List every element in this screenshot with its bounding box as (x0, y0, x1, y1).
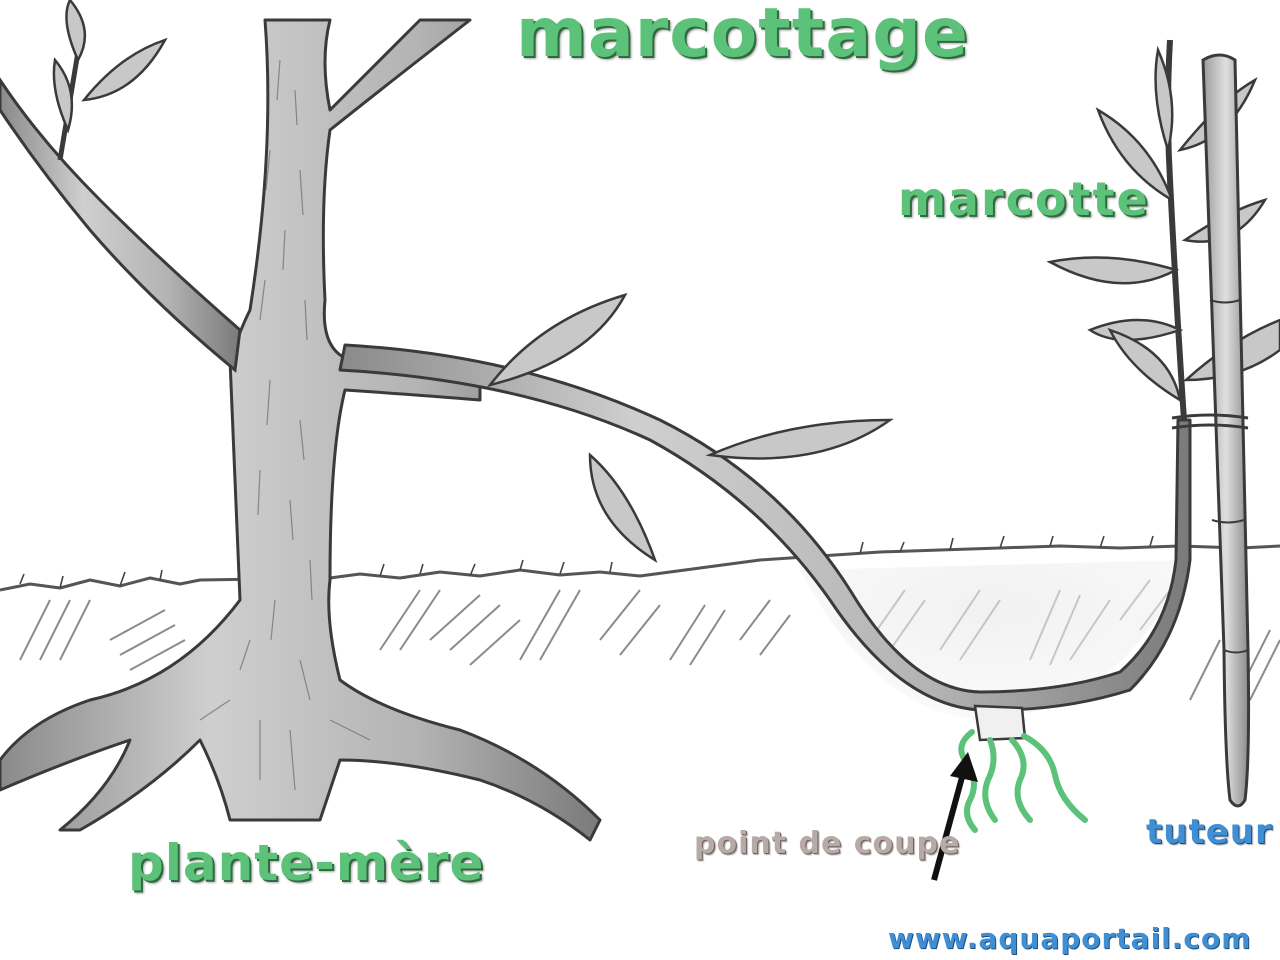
marcotte-label: marcotte (898, 172, 1150, 226)
stake-label: tuteur (1146, 812, 1273, 852)
website-url: www.aquaportail.com (888, 922, 1252, 955)
cut-point-arrow-icon (931, 752, 978, 881)
mother-tree (0, 0, 602, 842)
marcotte-shoot (1046, 39, 1280, 421)
diagram-title: marcottage (516, 0, 969, 73)
layered-branch (338, 292, 1192, 742)
new-roots (958, 729, 1088, 833)
cut-point-label: point de coupe (694, 826, 961, 861)
mother-plant-label: plante-mère (128, 834, 485, 892)
stake (1171, 53, 1251, 808)
